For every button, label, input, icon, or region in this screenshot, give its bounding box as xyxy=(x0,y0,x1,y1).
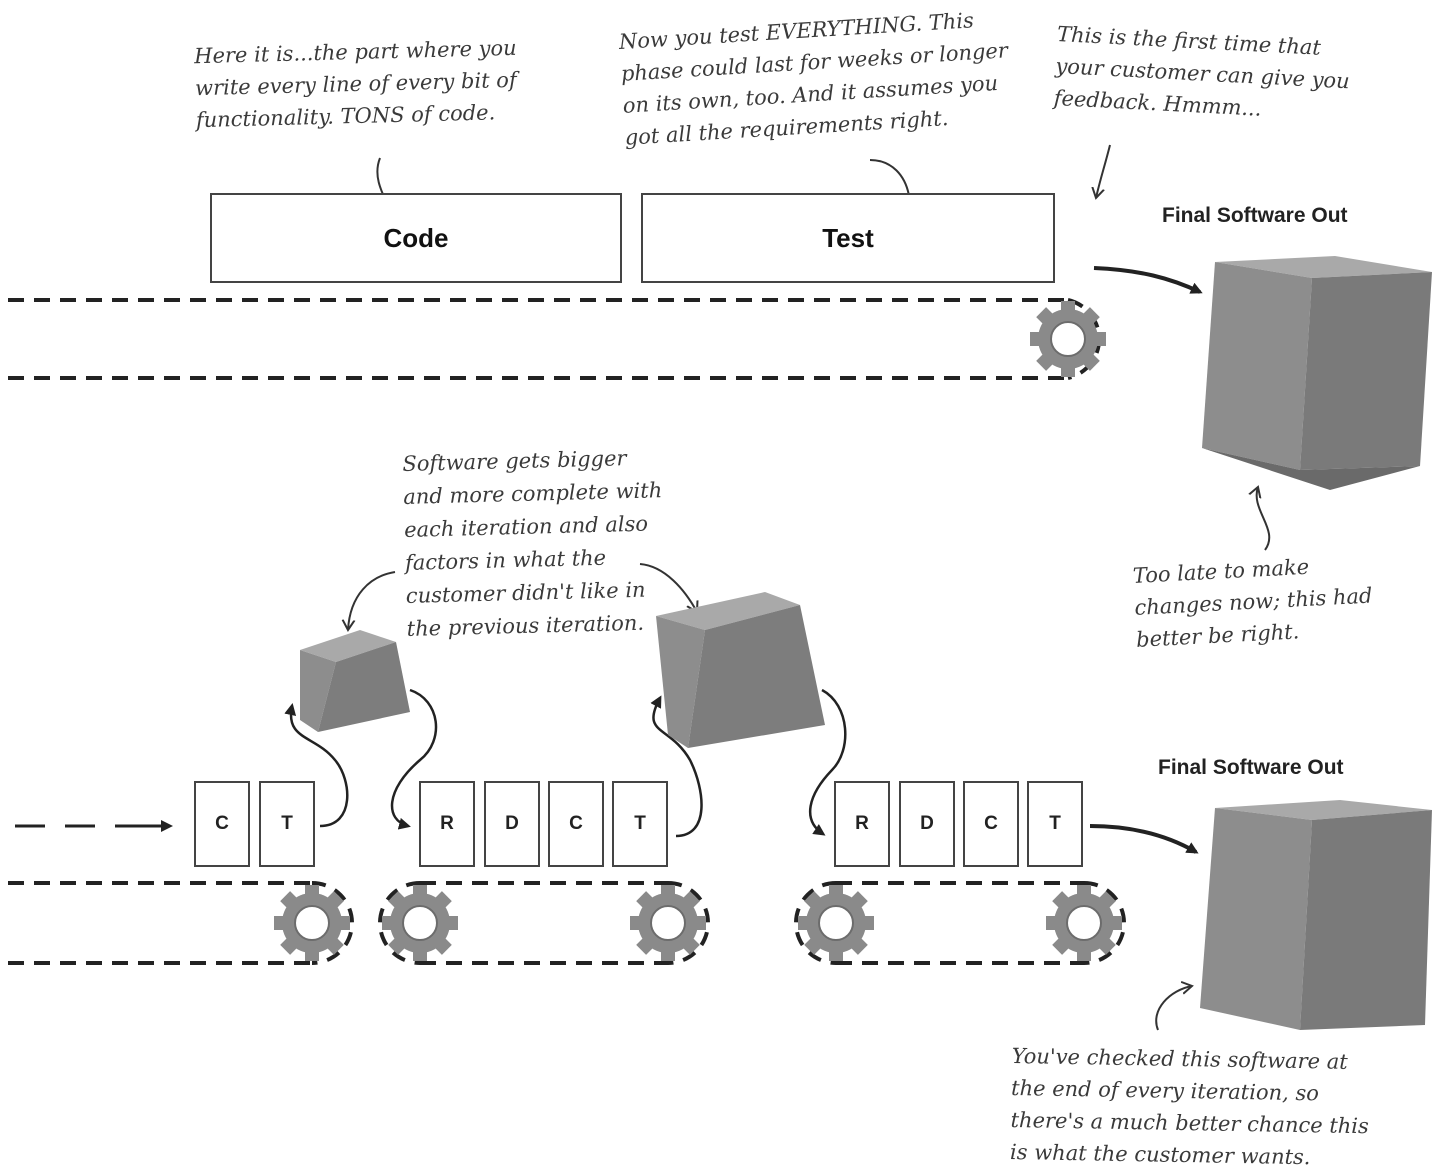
top-conveyor-belt xyxy=(8,298,1102,380)
too-late-note-arrow xyxy=(1257,487,1271,551)
gear-3-icon xyxy=(629,884,707,962)
checked-note-arrow xyxy=(1155,986,1192,1031)
checked-note-line: is what the customer wants. xyxy=(1009,1139,1311,1170)
iteration-1-code-box: C xyxy=(194,781,250,867)
growth-note-line: the previous iteration. xyxy=(406,610,645,641)
iteration-box-label: C xyxy=(215,813,229,834)
gear-1-icon xyxy=(273,884,351,962)
test-phase-box: Test xyxy=(641,193,1055,283)
iteration-2-code-box: C xyxy=(548,781,604,867)
test-note: Now you test EVERYTHING. This phase coul… xyxy=(618,2,1013,153)
iteration-2-software-box xyxy=(656,592,825,748)
bottom-conveyor-belt-2 xyxy=(378,881,710,965)
iteration-1-software-box xyxy=(300,630,410,732)
growth-note: Software gets bigger and more complete w… xyxy=(402,441,666,646)
feedback-note-arrow xyxy=(1096,144,1111,198)
iteration-box-label: T xyxy=(281,813,293,834)
growth-note-arrow-right xyxy=(639,563,697,612)
iteration-3-code-box: C xyxy=(963,781,1019,867)
iteration-3-test-box: T xyxy=(1027,781,1083,867)
iteration-box-label: T xyxy=(634,813,646,834)
loop-arrow-1-down xyxy=(390,688,438,830)
loop-arrow-2-down xyxy=(808,688,847,836)
iteration-box-label: C xyxy=(984,813,998,834)
test-phase-label: Test xyxy=(822,222,874,253)
bottom-final-software-box xyxy=(1200,800,1432,1030)
loop-arrow-1-up xyxy=(284,703,349,828)
iteration-box-label: T xyxy=(1049,813,1061,834)
iteration-1-test-box: T xyxy=(259,781,315,867)
iteration-box-label: R xyxy=(855,813,869,834)
growth-note-arrow-left xyxy=(348,571,396,630)
code-phase-label: Code xyxy=(383,222,449,253)
growth-note-line: each iteration and also xyxy=(403,511,649,542)
code-phase-box: Code xyxy=(210,193,622,283)
bottom-conveyor-belt-1 xyxy=(8,881,354,965)
top-final-software-box xyxy=(1202,256,1432,490)
top-final-software-label: Final Software Out xyxy=(1162,204,1348,227)
top-output-arrow xyxy=(1093,266,1203,294)
bottom-final-software-label: Final Software Out xyxy=(1158,756,1344,779)
code-note: Here it is...the part where you write ev… xyxy=(194,32,519,136)
loop-arrow-2-up xyxy=(650,695,703,838)
top-gear-icon xyxy=(1029,300,1107,378)
iteration-box-label: R xyxy=(440,813,454,834)
feedback-note: This is the first time that your custome… xyxy=(1053,18,1352,129)
checked-note: You've checked this software at the end … xyxy=(1010,1040,1370,1174)
bottom-output-arrow xyxy=(1089,824,1199,854)
too-late-note: Too late to make changes now; this had b… xyxy=(1132,548,1375,656)
gear-5-icon xyxy=(1045,884,1123,962)
gear-4-icon xyxy=(797,884,875,962)
iteration-3-requirements-box: R xyxy=(834,781,890,867)
bottom-conveyor-belt-3 xyxy=(794,881,1126,965)
iteration-2-test-box: T xyxy=(612,781,668,867)
iteration-box-label: C xyxy=(569,813,583,834)
iteration-2-requirements-box: R xyxy=(419,781,475,867)
gear-2-icon xyxy=(381,884,459,962)
iteration-box-label: D xyxy=(920,813,934,834)
iteration-2-design-box: D xyxy=(484,781,540,867)
iteration-3-design-box: D xyxy=(899,781,955,867)
iteration-box-label: D xyxy=(505,813,519,834)
